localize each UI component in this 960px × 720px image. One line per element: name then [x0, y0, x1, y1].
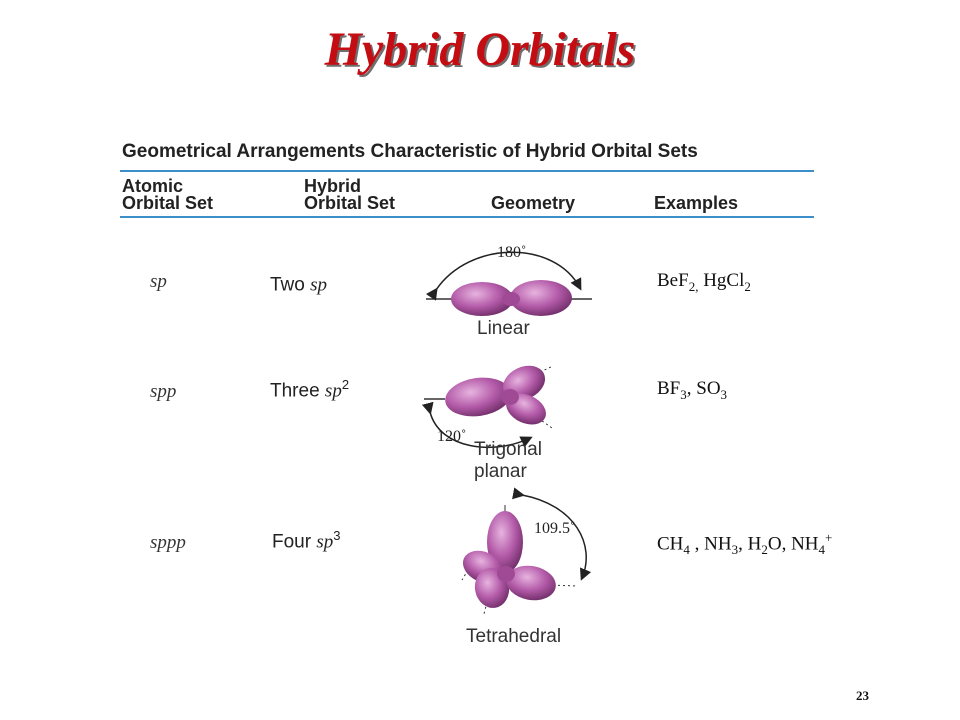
- trigonal-angle-label: 120˚: [437, 428, 467, 445]
- row-spp-examples: BF3, SO3: [657, 378, 728, 402]
- row-sppp-examples: CH4 , NH3, H2O, NH4+: [657, 530, 833, 558]
- header-examples: Examples: [654, 193, 739, 213]
- table-header-bottom-rule: [120, 216, 814, 218]
- table-caption: Geometrical Arrangements Characteristic …: [122, 141, 698, 162]
- page-number: 23: [856, 688, 869, 703]
- header-geometry: Geometry: [491, 193, 576, 213]
- geometry-tetrahedral: Tetrahedral: [466, 626, 562, 647]
- row-sppp-hybrid: Four sp3: [272, 528, 341, 553]
- row-spp-atomic: spp: [150, 381, 177, 402]
- table-header-top-rule: [120, 170, 814, 172]
- row-spp-hybrid: Three sp2: [270, 377, 350, 402]
- slide-title: Hybrid Orbitals: [324, 23, 636, 76]
- linear-angle-label: 180˚: [497, 244, 527, 261]
- row-sp-examples: BeF2, HgCl2: [657, 270, 751, 294]
- header-atomic-orbital-set: Atomic Orbital Set: [122, 176, 214, 213]
- tetrahedral-angle-label: 109.5˚: [534, 520, 576, 537]
- row-sp-atomic: sp: [150, 271, 167, 292]
- geometry-linear: Linear: [477, 318, 530, 339]
- tetrahedral-orbital-icon: [461, 487, 592, 615]
- row-sp-hybrid: Two sp: [270, 274, 328, 296]
- row-sppp-atomic: sppp: [150, 532, 186, 553]
- geometry-trigonal-planar: Trigonal planar: [474, 439, 542, 482]
- header-hybrid-orbital-set: Hybrid Orbital Set: [304, 176, 396, 213]
